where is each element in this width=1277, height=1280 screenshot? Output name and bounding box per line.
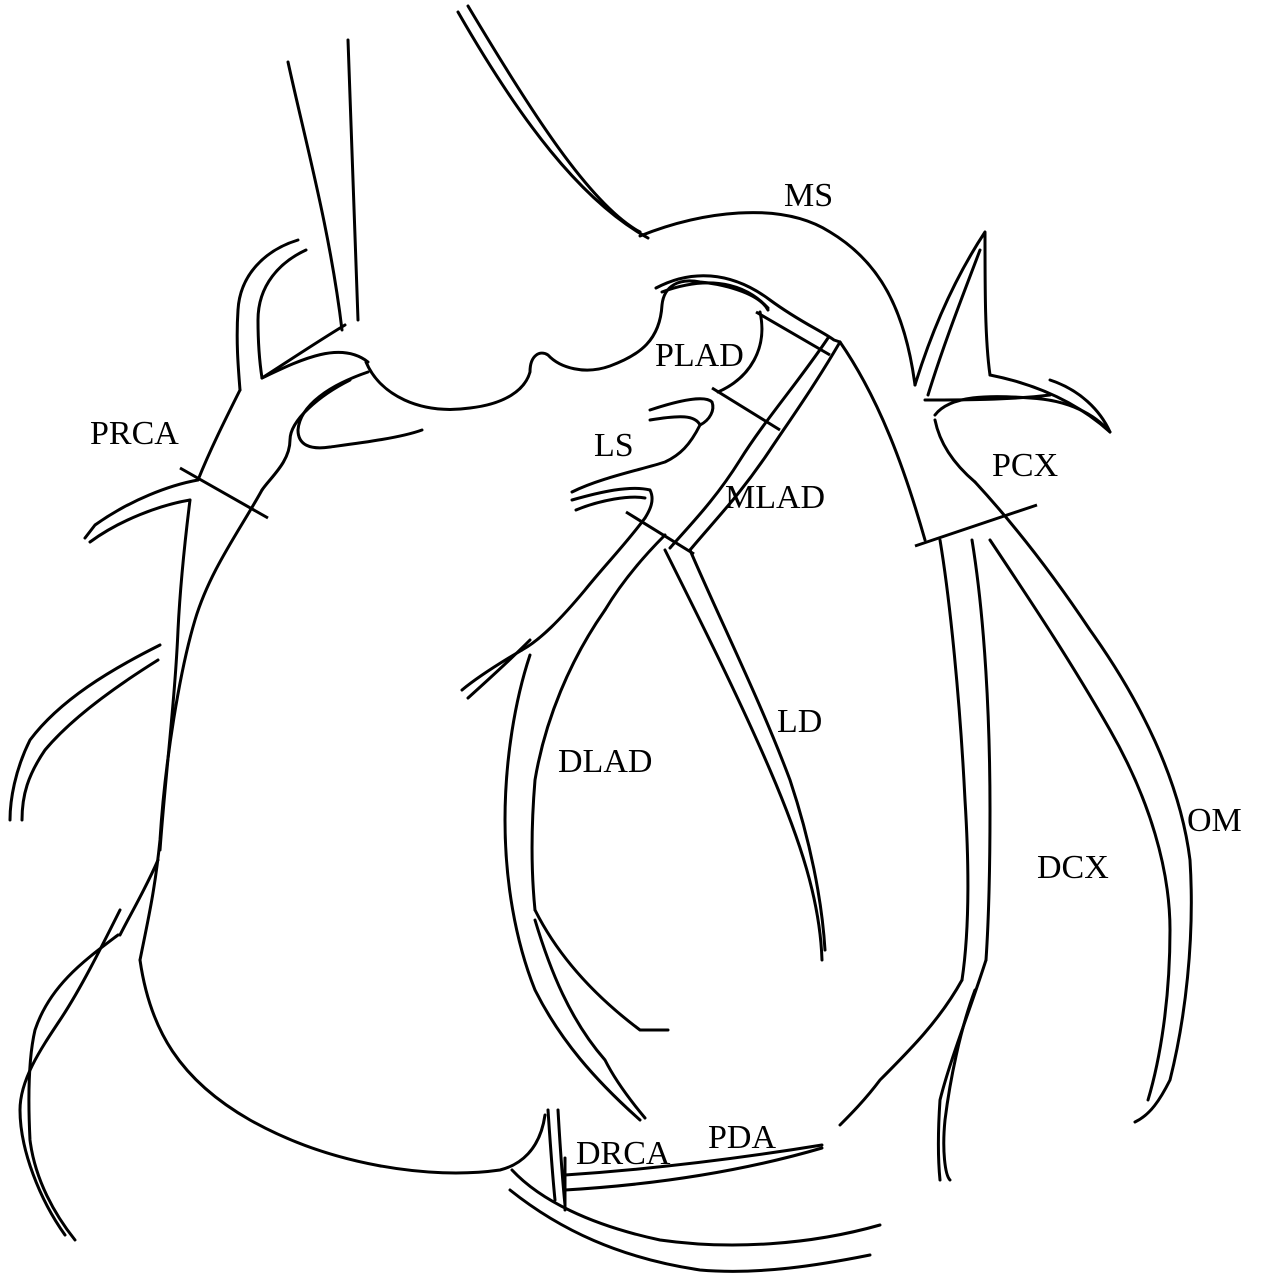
label-mlad: MLAD bbox=[725, 479, 825, 516]
posterior-descending-artery bbox=[508, 1108, 882, 1273]
plad-boundary-marker bbox=[755, 310, 831, 357]
label-ms: MS bbox=[784, 177, 833, 214]
aortic-root-outline bbox=[346, 4, 917, 387]
label-pcx: PCX bbox=[992, 447, 1058, 484]
right-coronary-artery bbox=[8, 60, 547, 1242]
sinus-contour bbox=[364, 274, 842, 411]
segment-markers bbox=[179, 310, 1038, 556]
prca-boundary-marker bbox=[179, 466, 269, 520]
label-ld: LD bbox=[777, 703, 822, 740]
label-dlad: DLAD bbox=[558, 743, 652, 780]
label-om: OM bbox=[1187, 802, 1242, 839]
label-dcx: DCX bbox=[1037, 849, 1109, 886]
left-anterior-descending bbox=[460, 336, 842, 1122]
label-prca: PRCA bbox=[90, 415, 179, 452]
segment-labels: MS PLAD PRCA LS MLAD PCX LD DLAD OM DCX … bbox=[90, 177, 1242, 1172]
label-drca: DRCA bbox=[576, 1135, 671, 1172]
pcx-boundary-marker bbox=[914, 503, 1038, 548]
circumflex-artery bbox=[838, 230, 1193, 1182]
label-plad: PLAD bbox=[655, 337, 744, 374]
label-ls: LS bbox=[594, 427, 634, 464]
mlad-upper-boundary-marker bbox=[711, 386, 781, 432]
label-pda: PDA bbox=[708, 1119, 776, 1156]
mlad-lower-boundary-marker bbox=[625, 510, 695, 556]
